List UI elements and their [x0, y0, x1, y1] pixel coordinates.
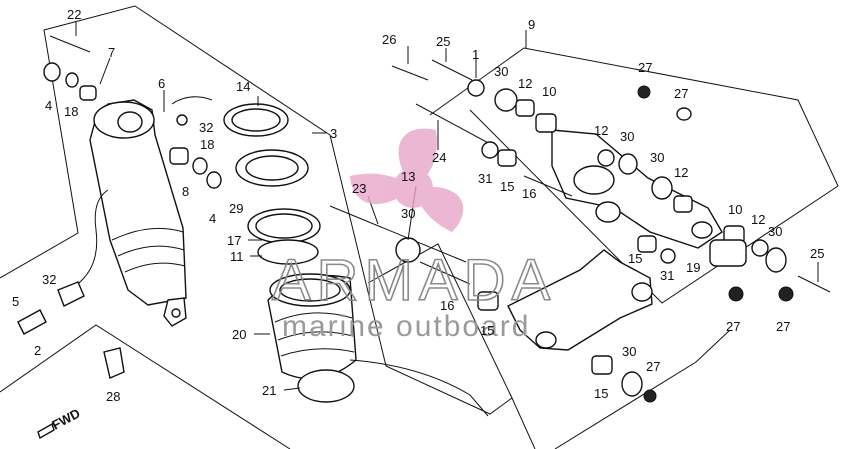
callout-8: 8 [182, 184, 189, 199]
callout-25b: 25 [810, 246, 824, 261]
callout-3: 3 [330, 126, 337, 141]
callout-4b: 4 [209, 211, 216, 226]
small-hardware [17, 35, 222, 440]
callout-12d: 12 [751, 212, 765, 227]
callout-7: 7 [108, 45, 115, 60]
callout-12c: 12 [674, 165, 688, 180]
callout-10b: 10 [728, 202, 742, 217]
watermark-tagline: marine outboard [282, 310, 530, 343]
callout-32b: 32 [42, 272, 56, 287]
callout-18a: 18 [64, 104, 78, 119]
callout-17: 17 [227, 233, 241, 248]
group-outlines [0, 5, 839, 449]
callout-27a: 27 [638, 60, 652, 75]
callout-13: 13 [401, 169, 415, 184]
callout-32a: 32 [199, 120, 213, 135]
callout-2: 2 [34, 343, 41, 358]
callout-29: 29 [229, 201, 243, 216]
callout-16a: 16 [522, 186, 536, 201]
shock-absorber [57, 99, 187, 327]
boot-assembly [267, 273, 489, 417]
callout-26: 26 [382, 32, 396, 47]
callout-15b: 15 [628, 251, 642, 266]
callout-22: 22 [67, 7, 81, 22]
callout-30c: 30 [650, 150, 664, 165]
fwd-label: FWD [49, 406, 82, 433]
callout-21: 21 [262, 383, 276, 398]
callout-12b: 12 [594, 123, 608, 138]
callout-15c: 15 [480, 323, 494, 338]
callout-24: 24 [432, 150, 446, 165]
callout-1: 1 [472, 47, 479, 62]
callout-15a: 15 [500, 179, 514, 194]
callout-14: 14 [236, 79, 250, 94]
watermark: ARMADA marine outboard [271, 128, 556, 343]
callout-labels: 22 7 4 18 6 32 18 8 4 14 3 29 17 11 20 2… [12, 7, 824, 433]
callout-27b: 27 [674, 86, 688, 101]
callout-9: 9 [528, 17, 535, 32]
callout-23: 23 [352, 181, 366, 196]
callout-30f: 30 [622, 344, 636, 359]
callout-19: 19 [686, 260, 700, 275]
callout-10a: 10 [542, 84, 556, 99]
callout-6: 6 [158, 76, 165, 91]
link-plate [551, 129, 723, 249]
watermark-logo-hub [393, 168, 433, 208]
callout-30e: 30 [768, 224, 782, 239]
callout-27c: 27 [726, 319, 740, 334]
callout-27d: 27 [776, 319, 790, 334]
callout-11: 11 [230, 249, 244, 264]
leader-lines [75, 22, 819, 391]
callout-28: 28 [106, 389, 120, 404]
callout-18b: 18 [200, 137, 214, 152]
callout-12a: 12 [518, 76, 532, 91]
callout-5: 5 [12, 294, 19, 309]
callout-15d: 15 [594, 386, 608, 401]
right-hardware [395, 79, 794, 403]
callout-31b: 31 [660, 268, 674, 283]
callout-25a: 25 [436, 34, 450, 49]
watermark-logo [350, 128, 464, 232]
callout-30b: 30 [620, 129, 634, 144]
rings [223, 103, 321, 265]
callout-27e: 27 [646, 359, 660, 374]
long-bolts [329, 59, 831, 293]
callout-20: 20 [232, 327, 246, 342]
callout-30d: 30 [401, 206, 415, 221]
watermark-brand: ARMADA [272, 248, 556, 313]
callout-30a: 30 [494, 64, 508, 79]
callout-4a: 4 [45, 98, 52, 113]
callout-16b: 16 [440, 298, 454, 313]
callout-31a: 31 [478, 171, 492, 186]
lower-arm [507, 249, 653, 351]
